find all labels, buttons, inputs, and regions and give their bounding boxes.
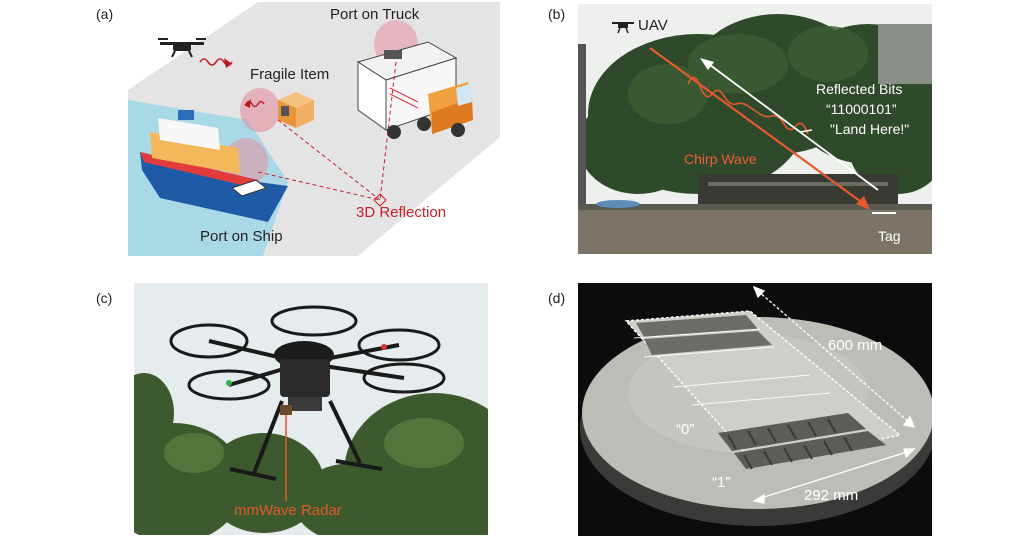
label-mmwave-radar: mmWave Radar [234, 502, 342, 519]
label-port-on-ship: Port on Ship [200, 228, 283, 245]
label-uav: UAV [638, 17, 668, 34]
label-bits-value: “11000101” [826, 101, 897, 117]
panel-d-photo: 600 mm “0” “1” 292 mm [578, 283, 932, 536]
panel-c-label: (c) [96, 290, 113, 306]
panel-d-label: (d) [548, 290, 566, 306]
label-land-here: "Land Here!" [830, 121, 910, 137]
panel-a-label: (a) [96, 6, 114, 22]
panel-a-illustration: Port on Truck Fragile Item 3D Reflection… [128, 2, 500, 256]
panel-b-label: (b) [548, 6, 566, 22]
label-chirp-wave: Chirp Wave [684, 151, 757, 167]
label-bit-zero: “0” [676, 421, 695, 438]
label-tag: Tag [878, 228, 901, 244]
label-600mm: 600 mm [828, 337, 883, 354]
ship-illustration [140, 110, 288, 222]
drone-icon [158, 38, 206, 58]
label-3d-reflection: 3D Reflection [356, 204, 447, 221]
truck-illustration [356, 20, 473, 139]
panel-c-photo: mmWave Radar [134, 283, 488, 535]
label-bit-one: “1” [712, 474, 731, 491]
uav-icon [612, 22, 634, 34]
label-292mm: 292 mm [804, 487, 859, 504]
label-port-on-truck: Port on Truck [330, 6, 420, 23]
label-fragile-item: Fragile Item [250, 66, 330, 83]
label-reflected-bits: Reflected Bits [816, 81, 903, 97]
panel-b-photo: UAV Reflected Bits “11000101” "Land Here… [578, 4, 932, 254]
fragile-item-box [240, 88, 314, 132]
